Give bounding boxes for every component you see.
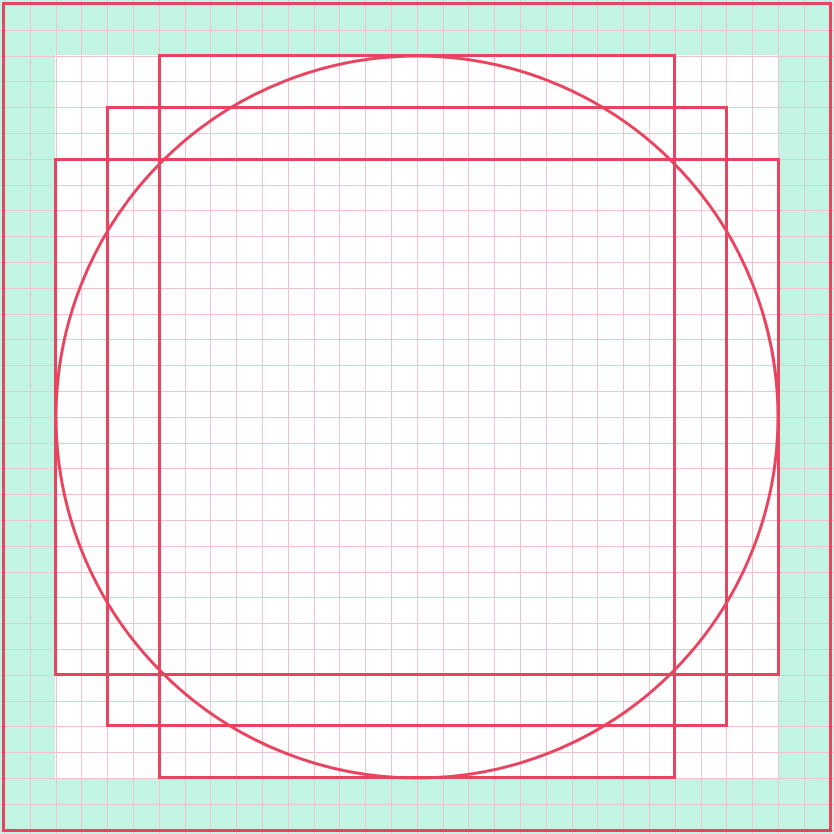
square	[106, 106, 728, 727]
circle	[54, 54, 780, 780]
